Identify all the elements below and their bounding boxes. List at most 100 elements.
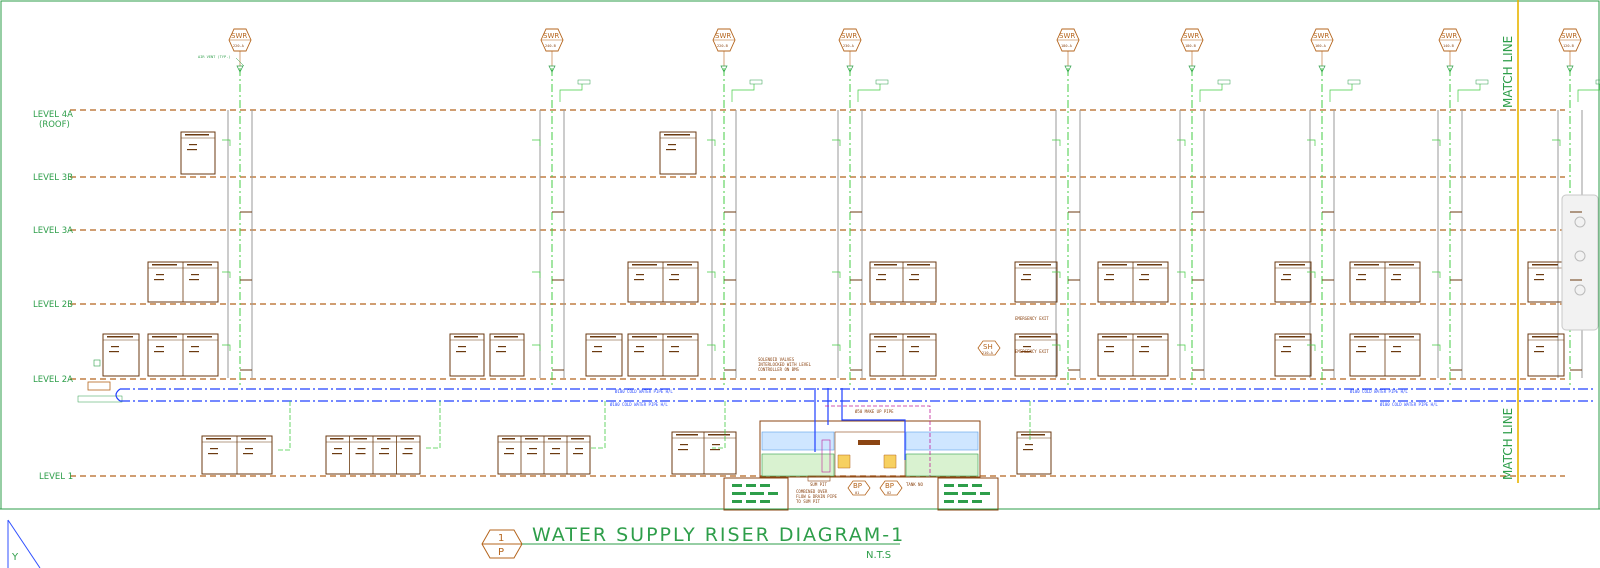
pan-icon[interactable] — [1574, 216, 1586, 228]
fixture-header-text — [1354, 264, 1379, 266]
pump-set-detail — [732, 484, 990, 503]
swr-tag-top: SWR — [715, 32, 731, 40]
zoom-icon[interactable] — [1574, 250, 1586, 262]
fixture-detail-text — [1139, 351, 1149, 353]
fixture-box — [147, 261, 219, 303]
sum-pit-label: SUM PIT — [810, 482, 827, 487]
fixture-detail-text — [1023, 346, 1031, 348]
tank-base-left — [761, 453, 835, 477]
fixture-detail-text — [668, 144, 676, 146]
valve-right — [883, 454, 897, 469]
connector-line — [1307, 271, 1316, 278]
fixture-detail-text — [527, 453, 537, 455]
air-vent-symbol — [1318, 65, 1326, 73]
fixture-box — [659, 131, 697, 175]
fixture-detail-text — [187, 149, 197, 151]
bp-tags: BP 01 BP 02 — [847, 480, 903, 496]
fixture-box — [147, 333, 219, 377]
connector-line — [1177, 271, 1186, 278]
connector-line — [832, 271, 841, 278]
connector — [1052, 271, 1061, 278]
fixture-detail-text — [154, 279, 164, 281]
fixture-header-text — [590, 336, 616, 338]
fixture-detail-text — [245, 448, 253, 450]
connector-line — [532, 139, 541, 146]
solenoid-note-2: INTERLOCKED WITH LEVEL — [758, 362, 812, 367]
tank-base-right — [905, 453, 979, 477]
fixture-detail-text — [636, 346, 644, 348]
fixture-box — [1349, 261, 1421, 303]
fixture-box — [585, 333, 623, 377]
branch-callout — [559, 84, 583, 102]
tank-water-right — [905, 431, 979, 451]
view-nav-widget[interactable] — [1561, 194, 1599, 331]
fixture-header-text — [1137, 336, 1162, 338]
connector — [707, 139, 716, 146]
connector-line — [1307, 344, 1316, 351]
fixture-detail-text — [678, 449, 688, 451]
level-label: LEVEL 3B — [33, 173, 73, 183]
fitting-symbol — [1347, 79, 1361, 85]
fixture-detail-text — [712, 444, 720, 446]
fixture-detail-text — [357, 448, 366, 450]
connector — [1052, 139, 1061, 146]
fixture-box — [180, 131, 216, 175]
sum-pit — [807, 475, 831, 482]
valve-box — [87, 381, 111, 391]
incoming-valve-cluster — [77, 359, 123, 403]
connector-line — [1052, 139, 1061, 146]
level-labels: LEVEL 4A (ROOF) LEVEL 3B LEVEL 3A LEVEL … — [33, 110, 73, 482]
riser-pipes — [227, 110, 1583, 378]
fixture-detail-text — [1283, 346, 1291, 348]
bp-tag — [847, 480, 871, 496]
fixture-detail-text — [671, 274, 679, 276]
scale-note: N.T.S — [866, 550, 891, 561]
nav-bar[interactable] — [1561, 194, 1599, 331]
connector — [1432, 344, 1441, 351]
fixture-detail-text — [1023, 274, 1031, 276]
fixture-box — [869, 261, 937, 303]
swr-tag-top: SWR — [1059, 32, 1075, 40]
swr-tag-bottom: 180-B — [1185, 44, 1196, 48]
connector — [832, 344, 841, 351]
connector-line — [1307, 139, 1316, 146]
fixture-header-text — [708, 434, 730, 436]
fixture-frame — [659, 131, 697, 175]
connector-line — [532, 271, 541, 278]
connector-line — [707, 271, 716, 278]
connector-line — [707, 344, 716, 351]
swr-tag-bottom: 180-A — [1061, 44, 1073, 48]
fixture-header-text — [187, 264, 212, 266]
fixture-detail-text — [909, 279, 919, 281]
fixture-frame — [449, 333, 485, 377]
match-line: MATCH LINE MATCH LINE — [1501, 0, 1519, 483]
fitting-symbol — [577, 79, 591, 85]
fixture-header-text — [353, 438, 367, 440]
fixture-header-text — [1137, 264, 1162, 266]
level-label: LEVEL 4A — [33, 110, 73, 120]
fixture-frame — [1527, 333, 1565, 377]
fixture-detail-text — [404, 448, 413, 450]
connector — [1177, 271, 1186, 278]
swr-tag-top: SWR — [231, 32, 247, 40]
connector-line — [832, 139, 841, 146]
swr-tag-bottom: 160-A — [1315, 44, 1327, 48]
annotation-notes: AIR VENT (TYP.) SOLENOID VALVES INTERLOC… — [198, 55, 1049, 504]
swr-tag-top: SWR — [841, 32, 857, 40]
fixture-header-text — [1532, 336, 1558, 338]
fixture-frame — [585, 333, 623, 377]
connector-line — [1052, 344, 1061, 351]
fixture-detail-text — [504, 453, 514, 455]
fixture-detail-text — [1141, 346, 1149, 348]
make-up-pipe — [825, 405, 931, 476]
fixture-header-text — [152, 336, 177, 338]
fixture-detail-text — [669, 279, 679, 281]
orbit-icon[interactable] — [1574, 284, 1586, 296]
pipe-label: Ø100 COLD WATER PIPE H/L — [615, 389, 673, 394]
water-tank-assembly: Ø50 MAKE UP PIPE SUM PIT TANK NO — [723, 388, 999, 511]
fitting-symbol — [749, 79, 763, 85]
air-vent-note: AIR VENT (TYP.) — [198, 55, 230, 59]
